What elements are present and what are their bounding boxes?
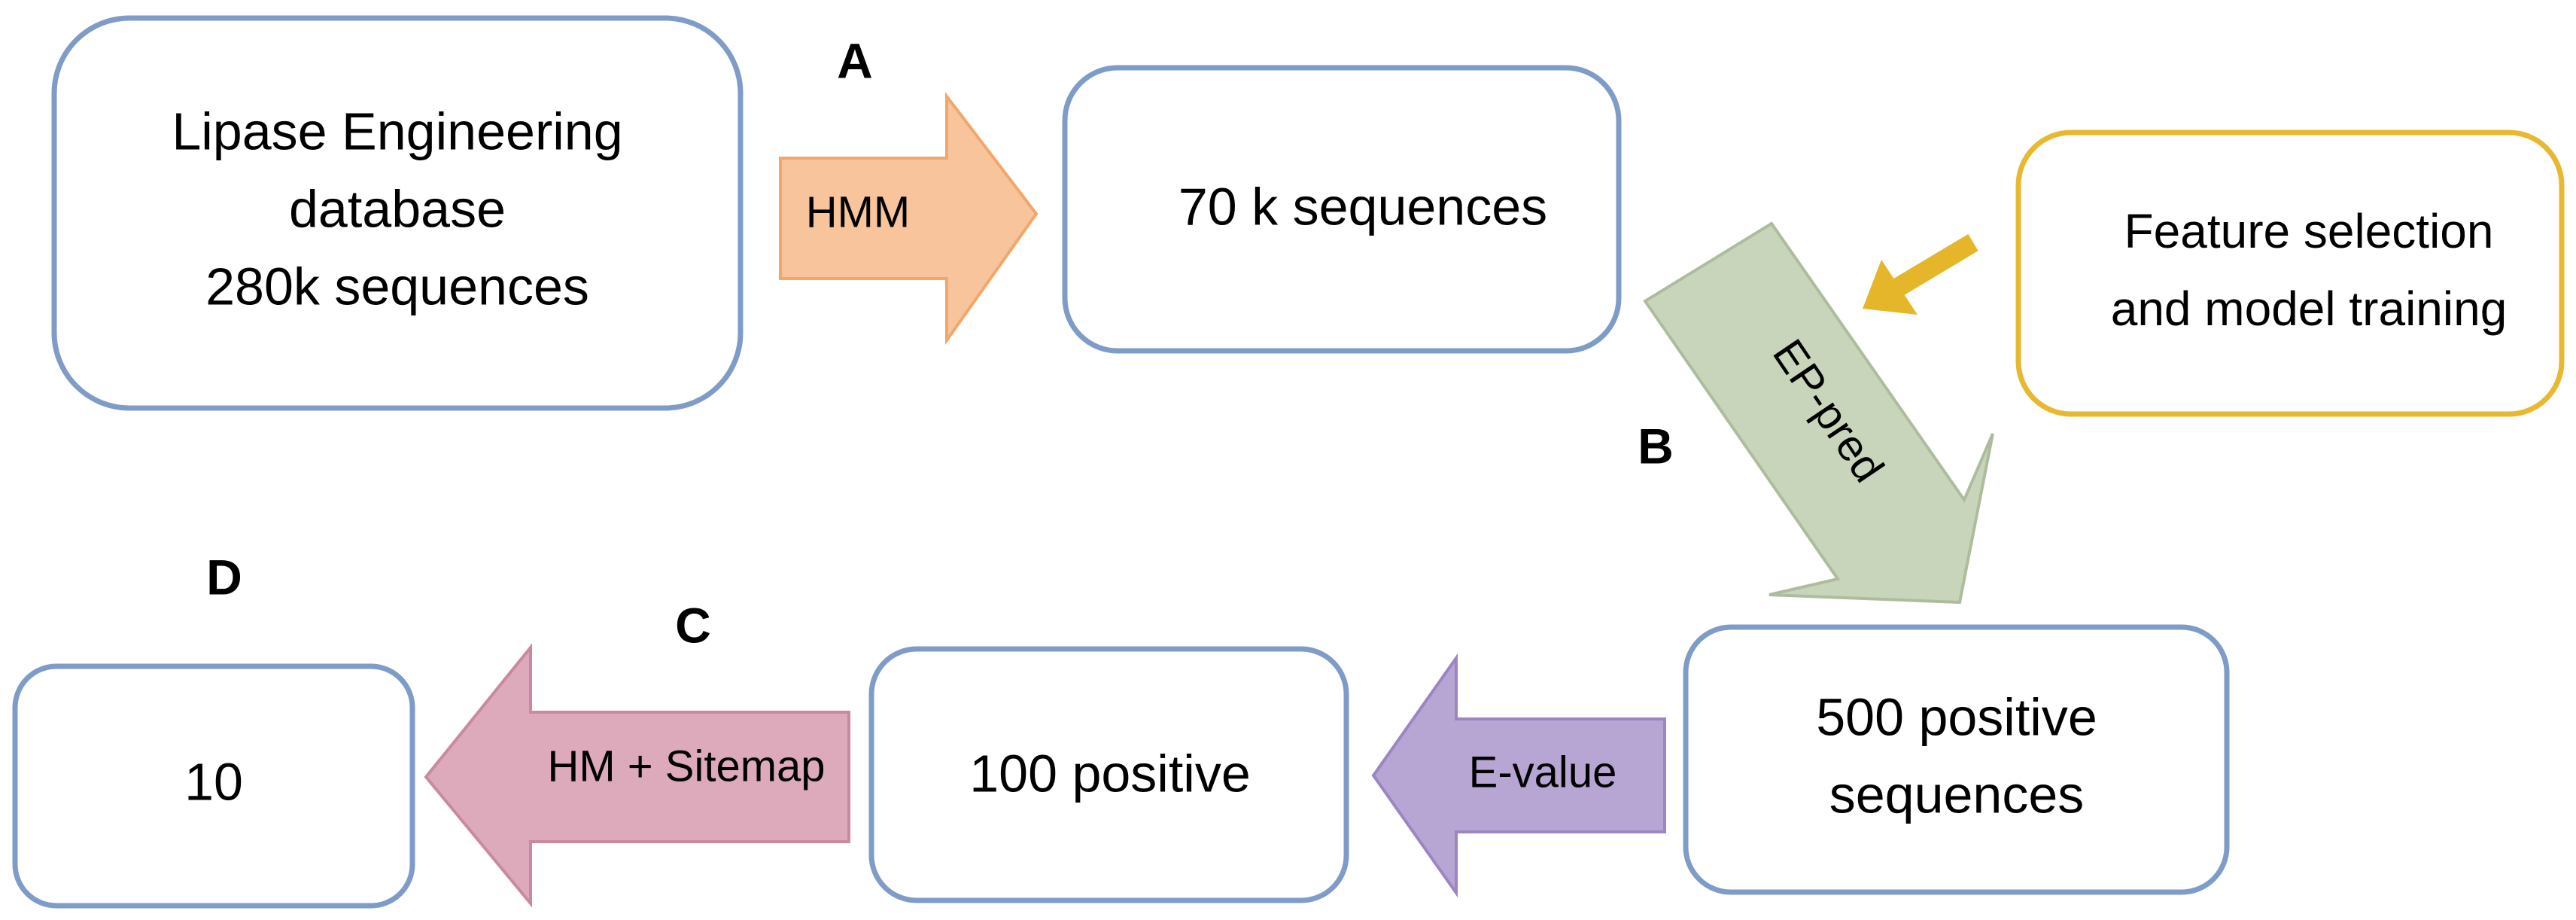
box-lipase-database-line3: 280k sequences: [205, 257, 589, 315]
step-label-a: A: [837, 32, 873, 88]
arrow-ep-pred-shape: [1643, 221, 1994, 605]
box-500-positive: 500 positive sequences: [1683, 624, 2230, 895]
step-label-c: C: [675, 597, 711, 653]
box-feature-selection: Feature selection and model training: [2015, 129, 2565, 417]
box-100-positive-label: 100 positive: [969, 744, 1251, 803]
step-label-d: D: [206, 549, 242, 605]
arrow-hm-sitemap-shape: [424, 643, 850, 908]
arrow-e-value-shape: [1371, 653, 1666, 898]
box-100-positive: 100 positive: [868, 646, 1349, 903]
arrow-hmm: HMM: [779, 92, 1039, 346]
box-500-positive-frame: [1683, 624, 2230, 895]
box-lipase-database-frame: [51, 15, 744, 411]
arrow-hmm-shape: [779, 92, 1039, 346]
step-label-b: B: [1638, 418, 1674, 474]
box-lipase-database: Lipase Engineering database 280k sequenc…: [51, 15, 744, 411]
feature-arrow-shaft: [1891, 233, 1978, 297]
box-final-10-label: 10: [184, 752, 243, 811]
feature-to-model-arrow-icon: [1863, 233, 1978, 315]
feature-arrow-head: [1863, 260, 1918, 315]
arrow-hm-sitemap-label: HM + Sitemap: [547, 742, 825, 791]
box-70k-sequences-frame: [1062, 65, 1622, 354]
box-70k-sequences-label: 70 k sequences: [1179, 177, 1547, 236]
box-final-10: 10: [12, 663, 415, 909]
box-final-10-frame: [12, 663, 415, 909]
box-lipase-database-line1: Lipase Engineering: [172, 102, 622, 160]
arrow-ep-pred: EP-pred: [1643, 221, 1994, 605]
box-feature-selection-frame: [2015, 129, 2565, 417]
box-500-positive-line2: sequences: [1829, 765, 2085, 824]
arrow-hm-sitemap: HM + Sitemap: [424, 643, 850, 908]
box-feature-selection-line2: and model training: [2111, 282, 2508, 336]
box-70k-sequences: 70 k sequences: [1062, 65, 1622, 354]
arrow-hmm-label: HMM: [806, 187, 911, 236]
arrow-e-value: E-value: [1371, 653, 1666, 898]
box-feature-selection-line1: Feature selection: [2124, 204, 2494, 258]
arrow-e-value-label: E-value: [1469, 748, 1617, 797]
box-lipase-database-line2: database: [289, 179, 506, 238]
box-500-positive-line1: 500 positive: [1816, 687, 2097, 746]
box-100-positive-frame: [868, 646, 1349, 903]
